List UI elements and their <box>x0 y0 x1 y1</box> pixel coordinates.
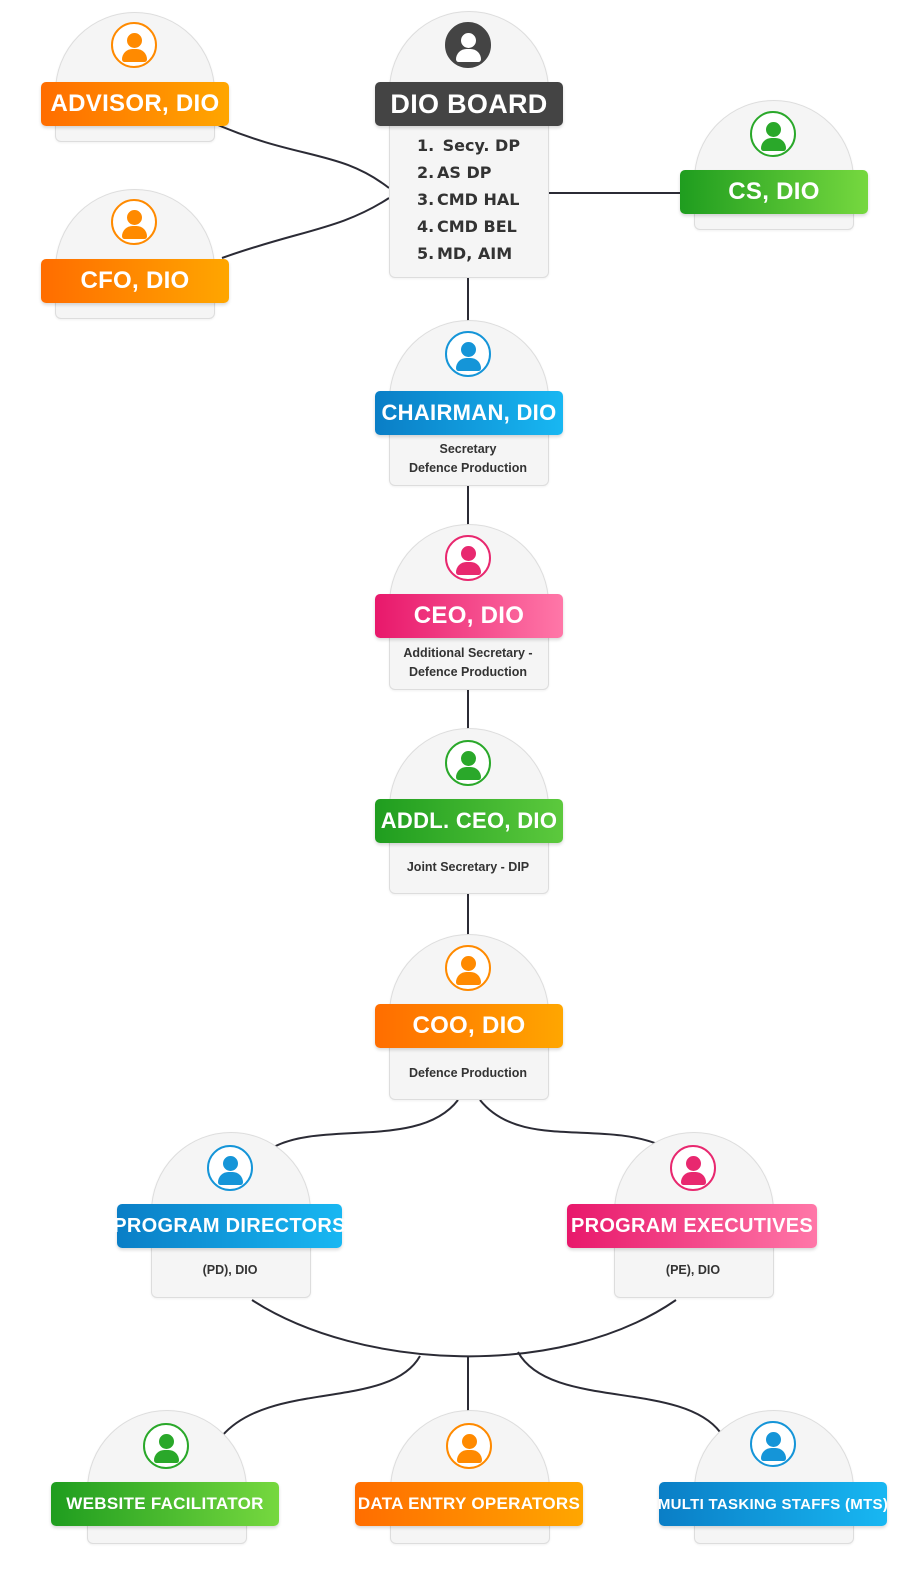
connector-cfo-board <box>221 197 390 259</box>
addl-ceo-subtitle: Joint Secretary - DIP <box>406 860 530 874</box>
user-icon <box>445 331 491 377</box>
user-icon <box>445 740 491 786</box>
user-icon <box>750 111 796 157</box>
user-icon <box>111 199 157 245</box>
pd-subtitle: (PD), DIO <box>202 1263 258 1277</box>
user-icon <box>445 22 491 68</box>
board-member: 5.MD, AIM <box>417 244 513 263</box>
board-member: 3.CMD HAL <box>417 190 520 209</box>
coo-subtitle: Defence Production <box>408 1066 528 1080</box>
user-icon <box>445 945 491 991</box>
connector-arc-wf <box>221 1355 421 1437</box>
user-icon <box>207 1145 253 1191</box>
pe-subtitle: (PE), DIO <box>665 1263 721 1277</box>
ceo-title: CEO, DIO <box>375 594 563 638</box>
connector-advisor-board <box>217 124 390 189</box>
coo-title: COO, DIO <box>375 1004 563 1048</box>
pd-title: PROGRAM DIRECTORS <box>113 1204 345 1248</box>
cs-title: CS, DIO <box>680 170 868 214</box>
connector-coo-pd <box>271 1099 459 1149</box>
board-title: DIO BOARD <box>375 82 563 126</box>
advisor-title: ADVISOR, DIO <box>41 82 229 126</box>
board-members: 1. Secy. DP 2.AS DP 3.CMD HAL 4.CMD BEL … <box>417 132 520 267</box>
user-icon <box>446 1423 492 1469</box>
mts-title: MULTI TASKING STAFFS (MTS) <box>658 1482 888 1526</box>
user-icon <box>750 1421 796 1467</box>
cfo-title: CFO, DIO <box>41 259 229 303</box>
addl-ceo-title: ADDL. CEO, DIO <box>375 799 563 843</box>
board-member: 1. Secy. DP <box>417 136 521 155</box>
user-icon <box>670 1145 716 1191</box>
deo-title: DATA ENTRY OPERATORS <box>355 1482 583 1526</box>
user-icon <box>111 22 157 68</box>
user-icon <box>143 1423 189 1469</box>
board-member: 2.AS DP <box>417 163 492 182</box>
board-member: 4.CMD BEL <box>417 217 517 236</box>
user-icon <box>445 535 491 581</box>
connector-pd-pe-arc <box>251 1299 677 1358</box>
connector-coo-pe <box>479 1099 661 1146</box>
connector-arc-mts <box>517 1351 721 1433</box>
chairman-title: CHAIRMAN, DIO <box>375 391 563 435</box>
ceo-subtitle: Additional Secretary -Defence Production <box>403 646 533 679</box>
pe-title: PROGRAM EXECUTIVES <box>567 1204 817 1248</box>
wf-title: WEBSITE FACILITATOR <box>51 1482 279 1526</box>
